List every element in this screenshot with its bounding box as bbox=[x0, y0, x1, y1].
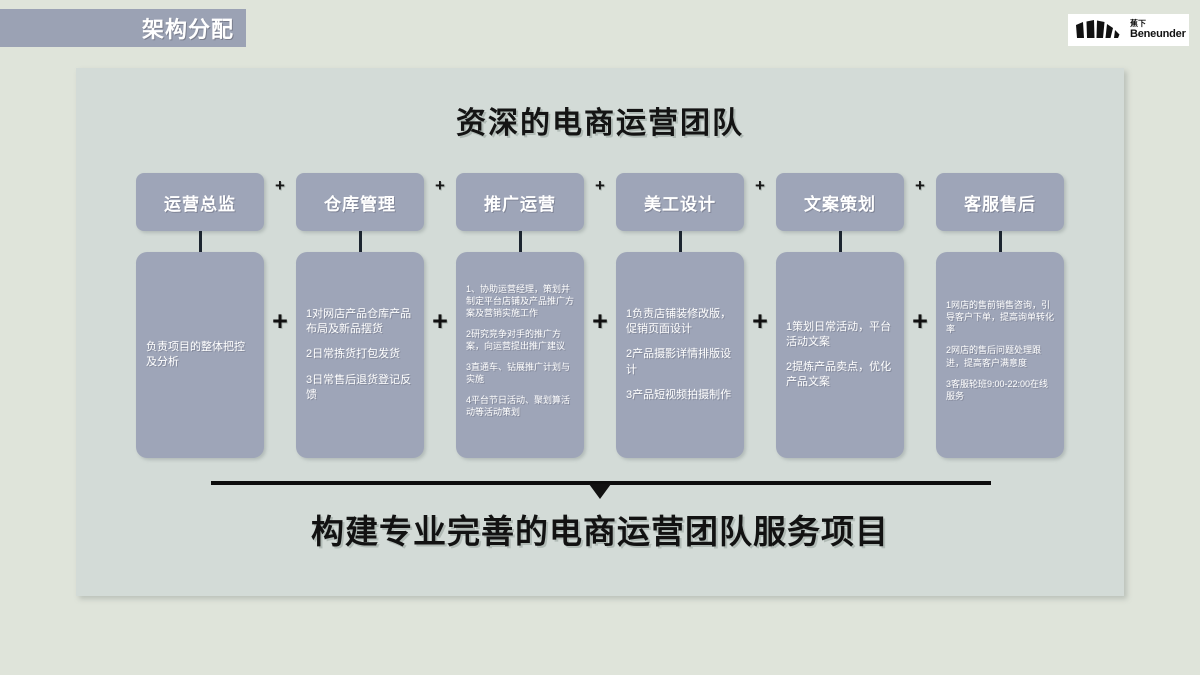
role-header-label: 推广运营 bbox=[484, 194, 556, 214]
section-header-title: 架构分配 bbox=[141, 17, 234, 42]
role-duties-box[interactable]: 负责项目的整体把控及分析 bbox=[136, 252, 264, 458]
role-duties-box[interactable]: 1对网店产品仓库产品布局及新品摆货 2日常拣货打包发货 3日常售后退货登记反馈 bbox=[296, 252, 424, 458]
org-column-copywriting: 文案策划 1策划日常活动，平台活动文案 2提炼产品卖点，优化产品文案 bbox=[776, 173, 904, 458]
connector-line bbox=[358, 231, 362, 252]
role-header-label: 美工设计 bbox=[644, 194, 716, 214]
duty-item: 1、协助运营经理，策划并制定平台店铺及产品推广方案及营销实施工作 bbox=[466, 283, 575, 318]
duty-item: 3产品短视频拍摄制作 bbox=[626, 388, 732, 401]
brand-logo: 蕉下 Beneunder bbox=[1068, 14, 1189, 46]
column-separator: + + bbox=[424, 173, 456, 335]
duty-item: 3客服轮班9:00-22:00在线服务 bbox=[946, 378, 1049, 401]
plus-icon: + bbox=[275, 176, 285, 195]
content-panel: 资深的电商运营团队 运营总监 负责项目的整体把控及分析 + + 仓库管理 1对网… bbox=[76, 68, 1124, 596]
role-duties-box[interactable]: 1网店的售前销售咨询，引导客户下单，提高询单转化率 2网店的售后问题处理跟进，提… bbox=[936, 252, 1064, 458]
duty-item: 负责项目的整体把控及分析 bbox=[146, 340, 245, 368]
plus-icon: + bbox=[752, 306, 768, 336]
role-header-box[interactable]: 美工设计 bbox=[616, 173, 744, 231]
duty-item: 1对网店产品仓库产品布局及新品摆货 bbox=[306, 308, 412, 336]
role-header-label: 文案策划 bbox=[804, 194, 876, 214]
org-column-warehouse-management: 仓库管理 1对网店产品仓库产品布局及新品摆货 2日常拣货打包发货 3日常售后退货… bbox=[296, 173, 424, 458]
duty-item: 2研究竞争对手的推广方案，向运营提出推广建议 bbox=[466, 328, 566, 351]
connector-line bbox=[838, 231, 842, 252]
duty-item: 3日常售后退货登记反馈 bbox=[306, 373, 412, 401]
org-column-customer-service: 客服售后 1网店的售前销售咨询，引导客户下单，提高询单转化率 2网店的售后问题处… bbox=[936, 173, 1064, 458]
column-separator: + + bbox=[744, 173, 776, 335]
duty-item: 4平台节日活动、聚划算活动等活动策划 bbox=[466, 395, 571, 418]
down-arrow-icon bbox=[589, 484, 611, 499]
duty-item: 2产品摄影详情排版设计 bbox=[626, 348, 732, 376]
connector-line bbox=[518, 231, 522, 252]
role-header-box[interactable]: 仓库管理 bbox=[296, 173, 424, 231]
plus-icon: + bbox=[755, 176, 765, 195]
role-header-box[interactable]: 客服售后 bbox=[936, 173, 1064, 231]
column-separator: + + bbox=[584, 173, 616, 335]
org-column-operations-director: 运营总监 负责项目的整体把控及分析 bbox=[136, 173, 264, 458]
role-header-box[interactable]: 推广运营 bbox=[456, 173, 584, 231]
role-duties-box[interactable]: 1、协助运营经理，策划并制定平台店铺及产品推广方案及营销实施工作 2研究竞争对手… bbox=[456, 252, 584, 458]
plus-icon: + bbox=[272, 306, 288, 336]
role-duties-box[interactable]: 1策划日常活动，平台活动文案 2提炼产品卖点，优化产品文案 bbox=[776, 252, 904, 458]
summary-divider bbox=[211, 481, 991, 485]
role-header-label: 仓库管理 bbox=[324, 194, 396, 214]
plus-icon: + bbox=[435, 176, 445, 195]
plus-icon: + bbox=[912, 306, 928, 336]
connector-line bbox=[198, 231, 202, 252]
role-header-box[interactable]: 运营总监 bbox=[136, 173, 264, 231]
org-column-graphic-design: 美工设计 1负责店铺装修改版，促销页面设计 2产品摄影详情排版设计 3产品短视频… bbox=[616, 173, 744, 458]
duty-item: 1策划日常活动，平台活动文案 bbox=[786, 320, 892, 348]
beneunder-leaf-mark-icon bbox=[1076, 20, 1120, 38]
role-header-label: 运营总监 bbox=[164, 194, 236, 214]
duty-item: 2网店的售后问题处理跟进，提高客户满意度 bbox=[946, 345, 1042, 368]
org-column-promotion-operations: 推广运营 1、协助运营经理，策划并制定平台店铺及产品推广方案及营销实施工作 2研… bbox=[456, 173, 584, 458]
role-duties-box[interactable]: 1负责店铺装修改版，促销页面设计 2产品摄影详情排版设计 3产品短视频拍摄制作 bbox=[616, 252, 744, 458]
brand-name-cn: 蕉下 bbox=[1130, 19, 1146, 28]
brand-name-en: Beneunder bbox=[1130, 28, 1186, 40]
section-header-bar: 架构分配 bbox=[0, 9, 246, 47]
duty-item: 1负责店铺装修改版，促销页面设计 bbox=[626, 308, 732, 336]
summary-title: 构建专业完善的电商运营团队服务项目 bbox=[311, 513, 889, 550]
connector-line bbox=[998, 231, 1002, 252]
duty-item: 1网店的售前销售咨询，引导客户下单，提高询单转化率 bbox=[946, 300, 1055, 335]
role-header-box[interactable]: 文案策划 bbox=[776, 173, 904, 231]
page-title: 资深的电商运营团队 bbox=[456, 107, 744, 140]
plus-icon: + bbox=[432, 306, 448, 336]
column-separator: + + bbox=[904, 173, 936, 335]
plus-icon: + bbox=[592, 306, 608, 336]
column-separator: + + bbox=[264, 173, 296, 335]
plus-icon: + bbox=[595, 176, 605, 195]
plus-icon: + bbox=[915, 176, 925, 195]
duty-item: 2日常拣货打包发货 bbox=[306, 348, 401, 361]
connector-line bbox=[678, 231, 682, 252]
org-columns: 运营总监 负责项目的整体把控及分析 + + 仓库管理 1对网店产品仓库产品布局及… bbox=[136, 173, 1064, 458]
duty-item: 2提炼产品卖点，优化产品文案 bbox=[786, 361, 892, 389]
duty-item: 3直通车、钻展推广计划与实施 bbox=[466, 362, 571, 385]
role-header-label: 客服售后 bbox=[964, 194, 1036, 214]
